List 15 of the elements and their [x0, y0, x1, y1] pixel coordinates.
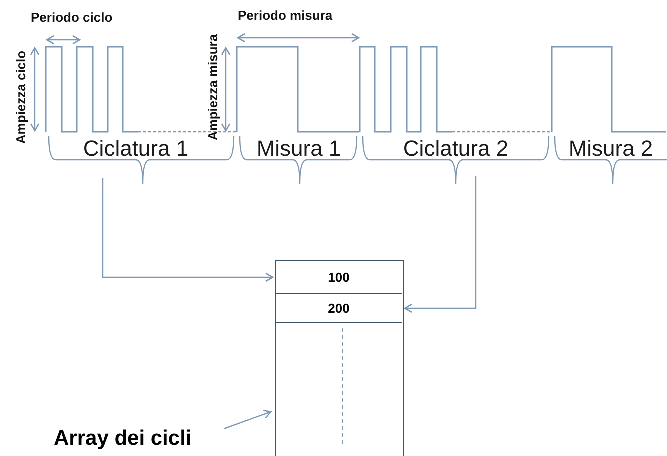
array-value: 100 [276, 261, 402, 294]
segment-label: Ciclatura 1 [66, 136, 206, 178]
dimension-label: Periodo misura [238, 8, 333, 23]
leader-arrow [224, 410, 272, 430]
axis-label: Ampiezza misura [206, 33, 220, 143]
connector-arrow [404, 176, 477, 314]
array-title: Array dei cicli [54, 424, 224, 454]
array-box [275, 260, 404, 456]
segment-label: Misura 2 [556, 136, 666, 164]
segment-label: Misura 1 [240, 136, 358, 164]
dimension-label: Periodo ciclo [31, 10, 113, 25]
array-value: 200 [276, 294, 402, 323]
segment-label: Ciclatura 2 [368, 136, 544, 176]
axis-label: Ampiezza ciclo [14, 50, 28, 146]
connector-arrow [102, 178, 274, 282]
